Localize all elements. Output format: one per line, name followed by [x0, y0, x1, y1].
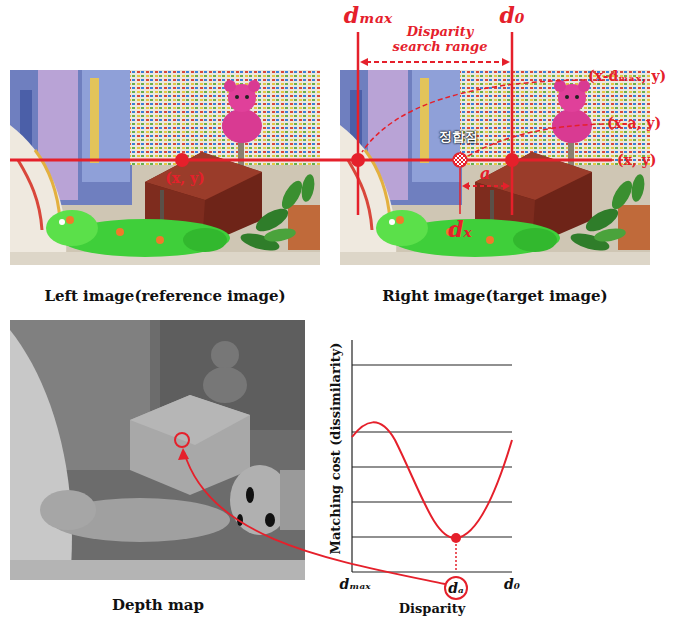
match-point-label: 정합점	[439, 128, 478, 146]
offset-label: a	[480, 164, 490, 183]
axis-title: Disparity	[399, 601, 465, 616]
circled-label: dₐ	[444, 576, 468, 600]
search-range-label: Disparity search range	[384, 24, 496, 54]
axis-tick: d₀	[504, 576, 520, 592]
image-caption: Right image(target image)	[382, 287, 607, 305]
node-text: dₐ	[448, 580, 464, 596]
axis-tick: dₘₐₓ	[340, 576, 371, 592]
coordinate-label: (x-dₘₐₓ, y)	[588, 68, 666, 84]
disparity-label: dₓ	[448, 216, 472, 242]
disparity-zero-label: d₀	[499, 2, 524, 28]
image-caption: Left image(reference image)	[44, 287, 285, 305]
image-caption: Depth map	[112, 596, 204, 614]
disparity-max-label: dₘₐₓ	[344, 2, 393, 28]
coordinate-label: (x, y)	[617, 152, 656, 168]
coordinate-label: (x-a, y)	[607, 115, 661, 131]
axis-title: Matching cost (dissimilarity)	[329, 342, 344, 554]
coordinate-label: (x, y)	[165, 170, 204, 186]
